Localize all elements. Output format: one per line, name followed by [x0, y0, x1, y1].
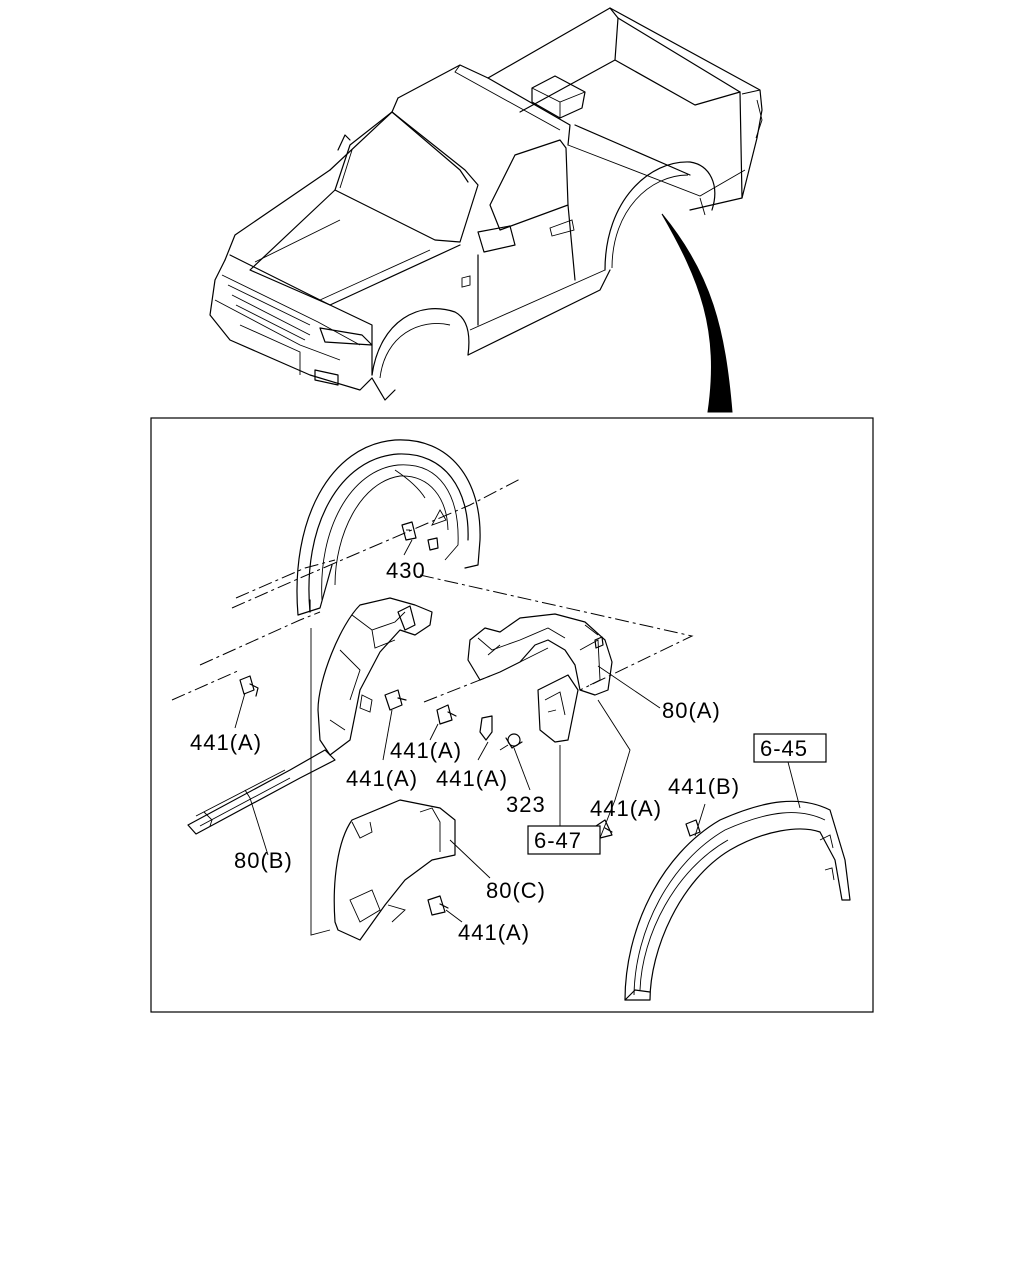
detail-frame — [150, 417, 874, 1013]
wheel-arch-panel — [296, 439, 481, 616]
fender-flare — [624, 800, 851, 1001]
label-441a-mid1: 441(A) — [390, 738, 462, 763]
label-441a-right: 441(A) — [590, 796, 662, 821]
label-80c: 80(C) — [486, 878, 546, 903]
liner-80a — [467, 613, 613, 696]
leader-lines — [234, 539, 801, 923]
callout-arrow — [661, 213, 733, 413]
label-441a-mid2: 441(A) — [346, 766, 418, 791]
ref-box-6-47 — [527, 825, 601, 855]
liner-80b-strip — [187, 749, 336, 835]
label-441a-mid3: 441(A) — [436, 766, 508, 791]
body-panel-outline — [171, 477, 694, 703]
mud-flap — [537, 674, 579, 743]
ref-label-6-45: 6-45 — [760, 736, 808, 761]
liner-80b-upper — [317, 597, 433, 756]
liner-80c — [333, 799, 456, 941]
label-323: 323 — [506, 792, 546, 817]
label-80b: 80(B) — [234, 848, 293, 873]
label-430: 430 — [386, 558, 426, 583]
bolt-323 — [499, 733, 523, 751]
ref-label-6-47: 6-47 — [534, 828, 582, 853]
pickup-truck-illustration — [209, 7, 763, 401]
label-441a-left: 441(A) — [190, 730, 262, 755]
label-441b: 441(B) — [668, 774, 740, 799]
label-80a: 80(A) — [662, 698, 721, 723]
label-441a-bottom: 441(A) — [458, 920, 530, 945]
ref-box-6-45 — [753, 733, 827, 763]
